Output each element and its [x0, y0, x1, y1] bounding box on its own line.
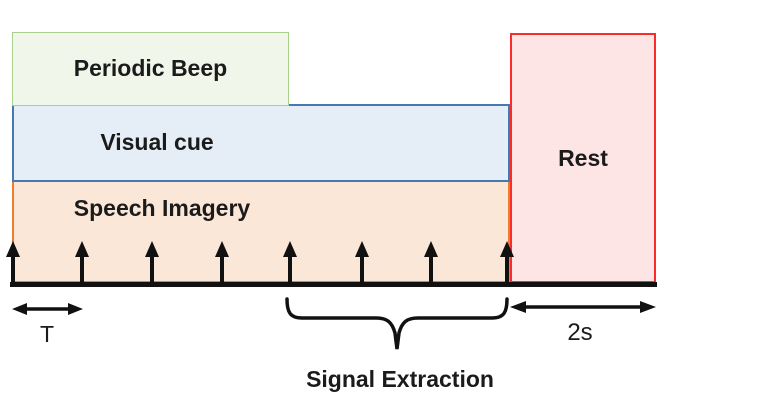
- stimulus-onset-arrow-icon: [215, 241, 229, 285]
- speech-imagery-label: Speech Imagery: [73, 194, 251, 221]
- visual-cue-box: [12, 104, 510, 182]
- period-duration-label: T: [39, 321, 55, 347]
- visual-cue-label: Visual cue: [100, 128, 214, 155]
- speech-imagery-box: [12, 180, 510, 283]
- stimulus-onset-arrow-icon: [424, 241, 438, 285]
- rest-label: Rest: [558, 144, 608, 171]
- stimulus-onset-arrow-icon: [283, 241, 297, 285]
- stimulus-onset-arrow-icon: [6, 241, 20, 285]
- stimulus-onset-arrow-icon: [355, 241, 369, 285]
- rest-box: [510, 33, 656, 283]
- period-double-arrow-icon: [12, 303, 83, 315]
- stimulus-onset-arrow-icon: [75, 241, 89, 285]
- periodic-beep-label: Periodic Beep: [73, 54, 228, 81]
- stimulus-onset-arrow-icon: [145, 241, 159, 285]
- stimulus-onset-arrow-icon: [500, 241, 514, 285]
- periodic-beep-box: [12, 32, 289, 106]
- rest-duration-double-arrow-icon: [510, 301, 656, 313]
- signal-extraction-brace-icon: [285, 297, 509, 350]
- signal-extraction-label: Signal Extraction: [306, 366, 494, 392]
- rest-duration-label: 2s: [567, 319, 593, 346]
- stimulus-arrows: [6, 241, 514, 285]
